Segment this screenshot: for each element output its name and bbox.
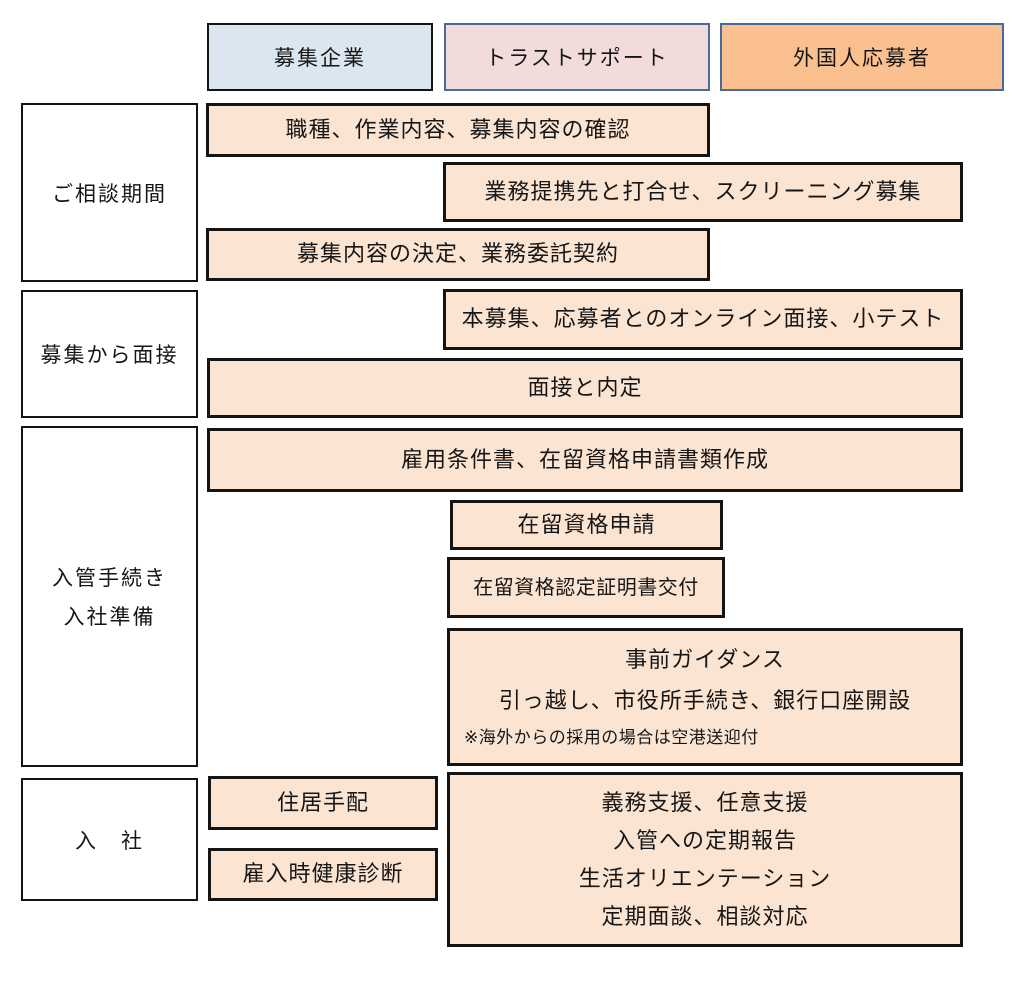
phase-recruiting-to-interview: 募集から面接 bbox=[21, 290, 198, 418]
support-mandatory-optional: 義務支援、任意支援 bbox=[601, 790, 809, 815]
step-residence-status-application: 在留資格申請 bbox=[450, 500, 723, 550]
step-employment-conditions-visa-documents: 雇用条件書、在留資格申請書類作成 bbox=[207, 428, 963, 492]
lane-header-trust-support: トラストサポート bbox=[444, 23, 710, 91]
phase-consultation-period: ご相談期間 bbox=[21, 103, 198, 282]
support-regular-consultation: 定期面談、相談対応 bbox=[601, 904, 809, 929]
step-partner-meeting-screening: 業務提携先と打合せ、スクリーニング募集 bbox=[443, 162, 963, 222]
step-ongoing-support: 義務支援、任意支援 入管への定期報告 生活オリエンテーション 定期面談、相談対応 bbox=[447, 772, 963, 947]
lane-header-foreign-applicants: 外国人応募者 bbox=[720, 23, 1004, 91]
guidance-airport-pickup-note: ※海外からの採用の場合は空港送迎付 bbox=[464, 728, 759, 747]
phase-immigration-and-onboarding-prep: 入管手続き 入社準備 bbox=[21, 426, 198, 767]
support-immigration-reports: 入管への定期報告 bbox=[612, 828, 797, 853]
step-confirm-job-and-recruitment-details: 職種、作業内容、募集内容の確認 bbox=[206, 103, 710, 157]
step-main-recruiting-online-interview-test: 本募集、応募者とのオンライン面接、小テスト bbox=[443, 289, 963, 350]
phase-label-line: 入管手続き bbox=[52, 567, 167, 590]
support-life-orientation: 生活オリエンテーション bbox=[578, 866, 832, 891]
guidance-tasks: 引っ越し、市役所手続き、銀行口座開設 bbox=[498, 688, 912, 713]
step-certificate-of-eligibility-issued: 在留資格認定証明書交付 bbox=[447, 557, 725, 618]
lane-header-company: 募集企業 bbox=[207, 23, 433, 91]
step-decide-recruitment-outsourcing-contract: 募集内容の決定、業務委託契約 bbox=[206, 228, 710, 281]
phase-joining-company: 入 社 bbox=[21, 778, 198, 901]
step-pre-guidance: 事前ガイダンス 引っ越し、市役所手続き、銀行口座開設 ※海外からの採用の場合は空… bbox=[447, 628, 963, 766]
step-pre-employment-health-check: 雇入時健康診断 bbox=[208, 848, 438, 901]
phase-label-line: 入社準備 bbox=[63, 606, 156, 629]
step-interview-and-job-offer: 面接と内定 bbox=[207, 358, 963, 418]
guidance-title: 事前ガイダンス bbox=[625, 647, 785, 672]
step-housing-arrangement: 住居手配 bbox=[208, 776, 438, 830]
